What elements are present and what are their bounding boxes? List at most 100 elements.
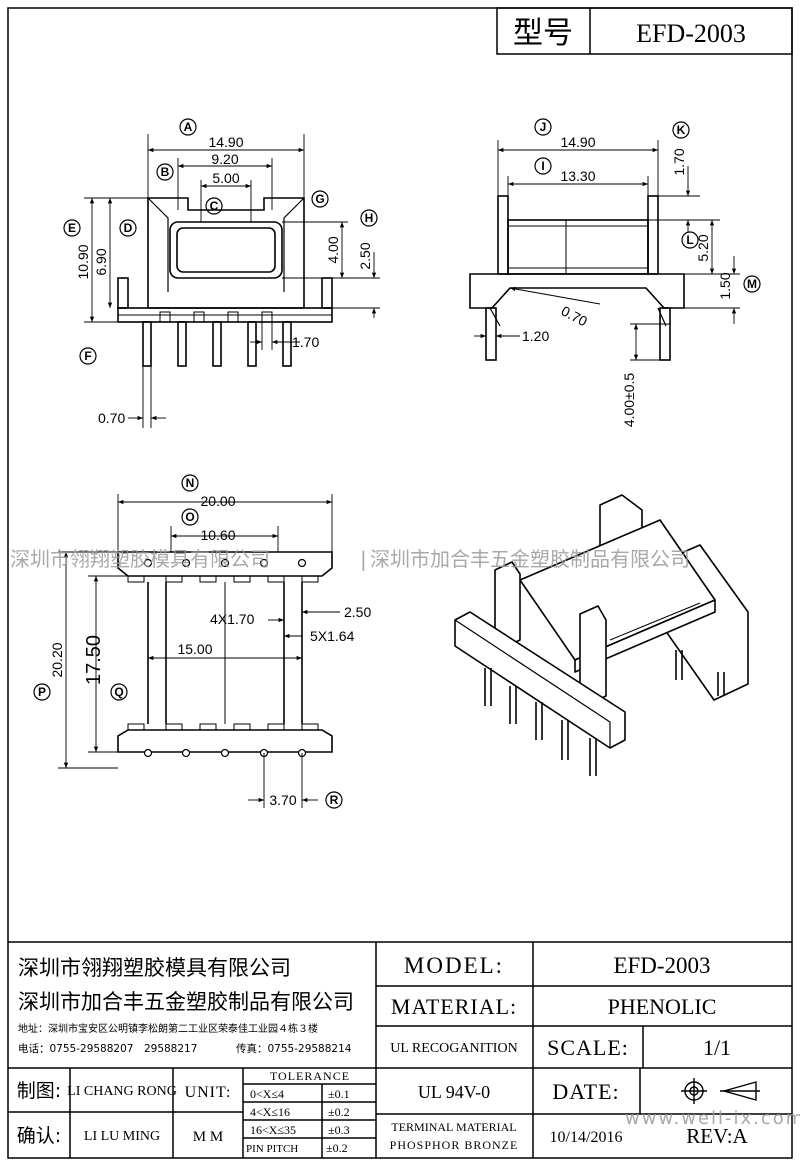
watermark-right: 深圳市加合丰五金塑胶制品有限公司 <box>370 547 690 571</box>
side-view-labels: 14.90 13.30 1.70 5.20 1.50 0.70 1.20 4.0… <box>522 134 733 427</box>
model-value: EFD-2003 <box>613 953 710 978</box>
balloon-o: O <box>185 510 194 524</box>
dim-slot-text: 0.70 <box>559 303 591 330</box>
balloon-h: H <box>365 211 374 225</box>
dim-q-text: 17.50 <box>83 635 105 685</box>
balloon-j: J <box>540 120 547 134</box>
dim-pin-len-text: 4.00±0.5 <box>621 373 637 428</box>
scale-label: SCALE: <box>547 1035 629 1060</box>
dim-c-text: 5.00 <box>212 170 239 186</box>
balloon-p: P <box>38 685 46 699</box>
watermark-left: 深圳市翎翔塑胶模具有限公司 <box>10 547 270 571</box>
side-flange-right <box>647 195 659 275</box>
balloon-g: G <box>315 192 324 206</box>
unit-label: UNIT: <box>185 1084 232 1101</box>
dim-side-pin-text: 1.20 <box>522 328 549 344</box>
svg-text:|: | <box>360 547 367 571</box>
dim-b-text: 9.20 <box>211 151 238 167</box>
tolerance-title: TOLERANCE <box>270 1069 350 1083</box>
front-view <box>84 134 380 428</box>
header-model-label: 型号 <box>513 16 573 51</box>
tol-range-1: 4<X≤16 <box>250 1105 290 1119</box>
bottom-pin-holes <box>143 558 307 758</box>
front-view-labels: 14.90 9.20 5.00 6.90 10.90 4.00 2.50 1.7… <box>75 134 373 426</box>
front-body-outline <box>147 197 305 309</box>
material-label: MATERIAL: <box>391 994 517 1019</box>
dim-d-text: 6.90 <box>93 248 109 275</box>
tol-range-2: 16<X≤35 <box>250 1123 296 1137</box>
title-block-text: 深圳市翎翔塑胶模具有限公司 深圳市加合丰五金塑胶制品有限公司 地址：深圳市宝安区… <box>17 953 749 1155</box>
balloon-r: R <box>330 793 339 807</box>
side-base <box>469 273 685 309</box>
company-phone: 电话：0755-29588207 29588217 <box>18 1042 197 1055</box>
dim-j-text: 14.90 <box>560 134 595 150</box>
side-view <box>469 140 740 361</box>
company-fax: 传真：0755-29588214 <box>236 1042 352 1055</box>
tol-range-0: 0<X≤4 <box>250 1087 284 1101</box>
balloon-l: L <box>686 233 693 247</box>
side-view-balloons: J I K L M <box>534 118 761 293</box>
date-value: 10/14/2016 <box>550 1129 623 1146</box>
tol-value-1: ±0.2 <box>328 1105 350 1119</box>
drawn-label: 制图: <box>17 1080 61 1102</box>
balloon-d: D <box>124 221 133 235</box>
material-value: PHENOLIC <box>608 994 717 1019</box>
company-1: 深圳市翎翔塑胶模具有限公司 <box>18 956 291 980</box>
unit-value: M M <box>193 1129 223 1145</box>
balloon-c: C <box>210 199 219 213</box>
dim-e-text: 10.90 <box>75 244 91 279</box>
balloon-q: Q <box>114 685 123 699</box>
dim-r-text: 3.70 <box>269 792 296 808</box>
side-core <box>507 219 649 275</box>
date-label: DATE: <box>552 1079 619 1104</box>
iso-front-rail <box>454 611 626 749</box>
dim-l-text: 5.20 <box>695 234 711 261</box>
balloon-e: E <box>68 221 76 235</box>
tol-value-2: ±0.3 <box>328 1123 350 1137</box>
terminal-material-label: TERMINAL MATERIAL <box>391 1120 516 1134</box>
balloon-i: I <box>541 159 544 173</box>
company-address: 地址：深圳市宝安区公明镇李松朗第二工业区荣泰佳工业园４栋３楼 <box>18 1022 318 1035</box>
ul-label: UL RECOGANITION <box>390 1041 517 1056</box>
drawn-value: LI CHANG RONG <box>67 1084 177 1099</box>
rev-value: REV:A <box>686 1124 748 1148</box>
tol-range-3: PIN PITCH <box>246 1143 298 1155</box>
watermark-site: www.well-ix.com <box>625 1108 800 1129</box>
ul-value: UL 94V-0 <box>418 1082 490 1102</box>
projection-symbol-icon <box>681 1078 760 1104</box>
dim-g-text: 4.00 <box>325 236 341 263</box>
balloon-k: K <box>677 123 686 137</box>
balloon-b: B <box>161 165 170 179</box>
bottom-view-balloons: N O P Q R <box>33 474 343 809</box>
tol-value-3: ±0.2 <box>326 1141 348 1155</box>
model-label: MODEL: <box>404 953 504 978</box>
balloon-a: A <box>184 120 193 134</box>
dim-p-text: 20.20 <box>49 642 65 677</box>
balloon-n: N <box>186 476 195 490</box>
watermark: 深圳市翎翔塑胶模具有限公司 | 深圳市加合丰五金塑胶制品有限公司 <box>10 547 690 571</box>
dim-slots4-text: 4X1.70 <box>210 611 255 627</box>
company-2: 深圳市加合丰五金塑胶制品有限公司 <box>18 990 354 1014</box>
dim-m-text: 1.50 <box>717 272 733 299</box>
bottom-bottom-rail <box>117 729 333 753</box>
balloon-m: M <box>747 277 757 291</box>
dim-pin-text: 0.70 <box>98 410 125 426</box>
bottom-view-labels: 20.00 10.60 20.20 17.50 4X1.70 2.50 5X1.… <box>49 493 371 808</box>
balloon-f: F <box>84 349 91 363</box>
dim-h-text: 2.50 <box>357 242 373 269</box>
dim-slots5-text: 5X1.64 <box>310 628 355 644</box>
terminal-material-value: PHOSPHOR BRONZE <box>390 1138 519 1152</box>
scale-value: 1/1 <box>703 1035 731 1060</box>
header-model-box: 型号 EFD-2003 <box>496 7 793 55</box>
title-block <box>8 941 792 1158</box>
front-pins <box>142 321 292 367</box>
header-model-value: EFD-2003 <box>636 19 746 48</box>
check-label: 确认: <box>17 1125 61 1147</box>
dim-k-text: 1.70 <box>671 148 687 175</box>
tol-value-0: ±0.1 <box>328 1087 350 1101</box>
side-flange-left <box>497 195 509 275</box>
isometric-view <box>454 494 749 776</box>
dim-n-text: 20.00 <box>200 493 235 509</box>
dim-side-text: 2.50 <box>344 604 371 620</box>
